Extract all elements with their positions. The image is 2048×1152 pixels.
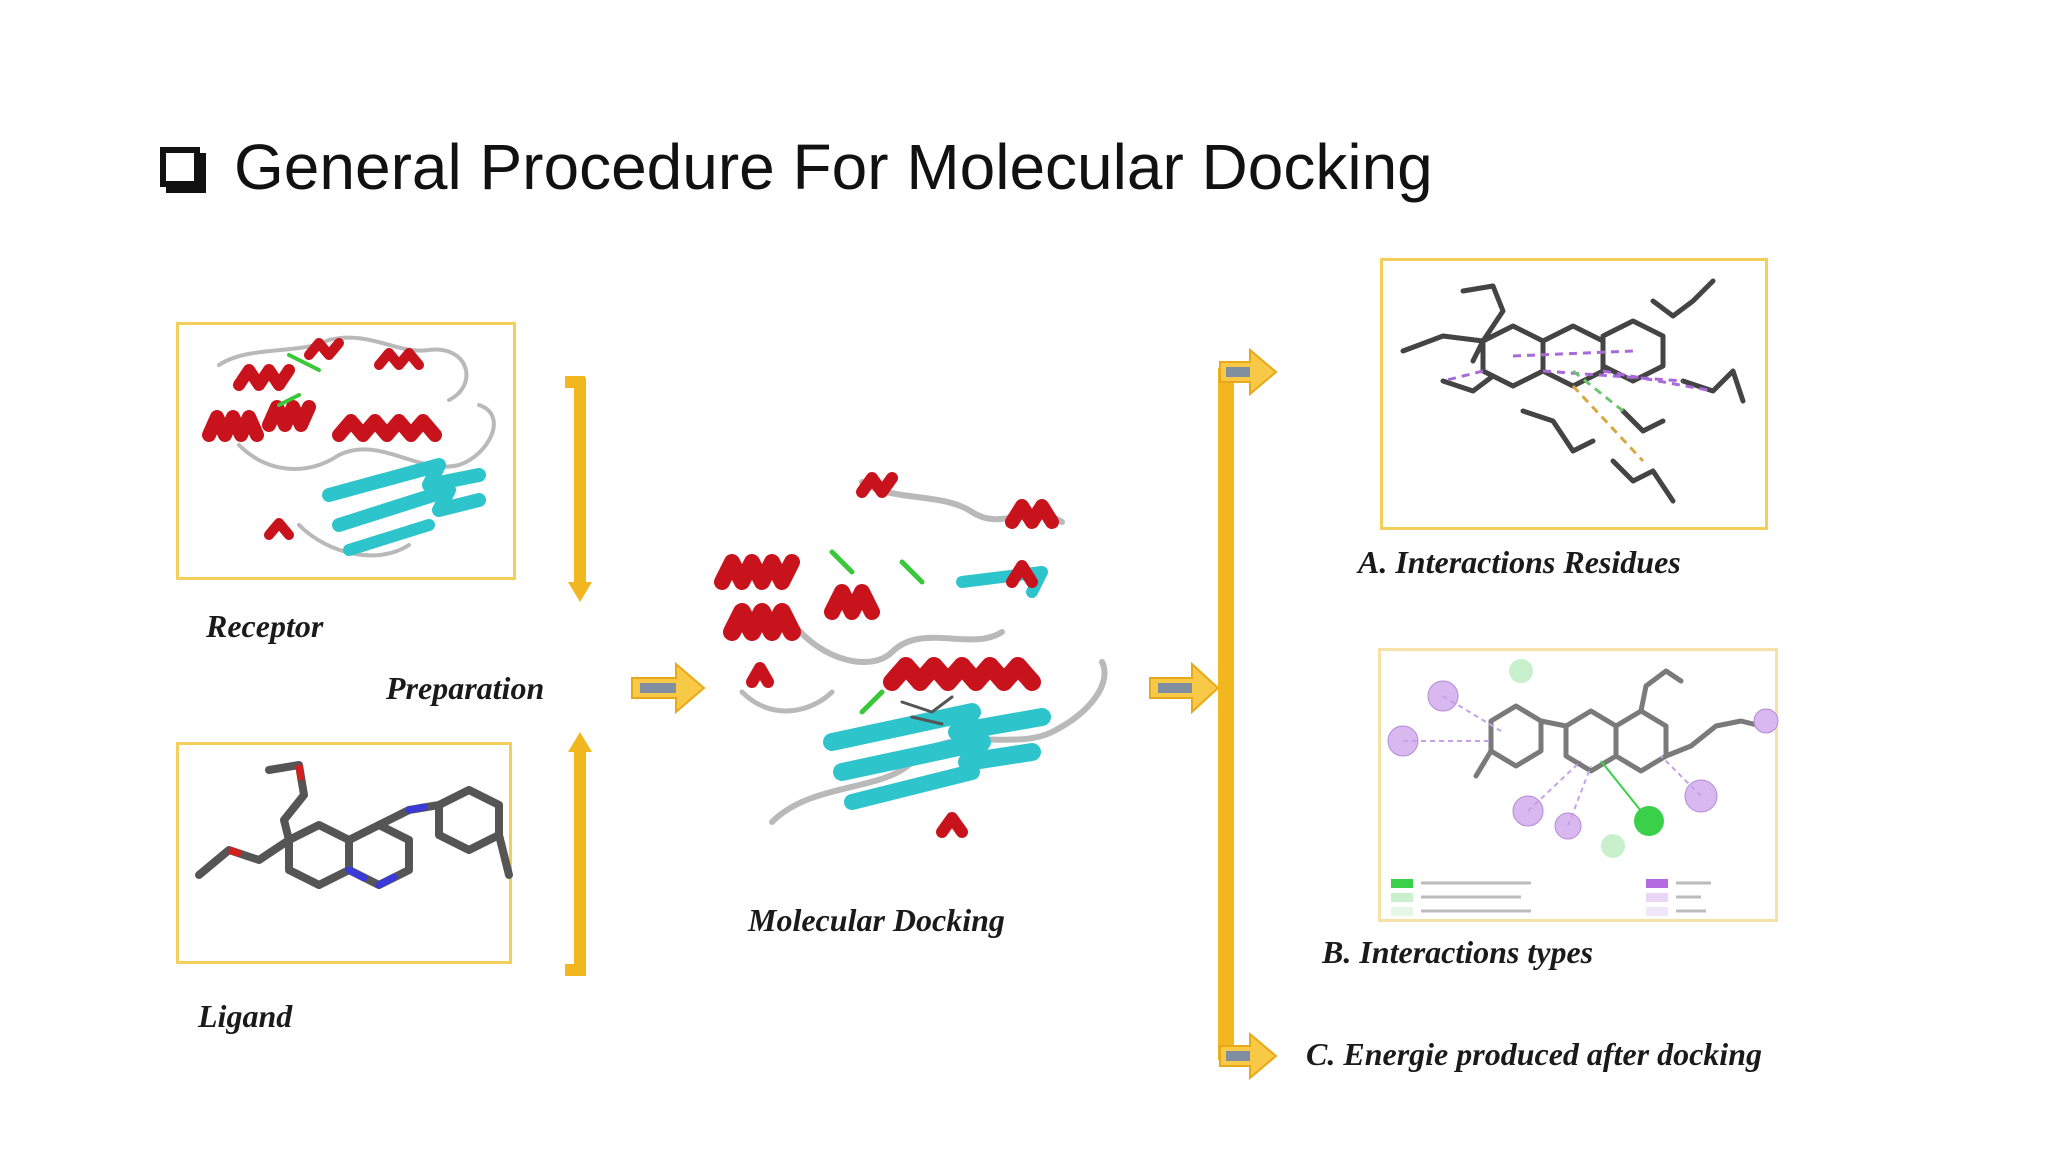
checkbox-bullet-icon bbox=[160, 147, 200, 187]
residues-label: A. Interactions Residues bbox=[1358, 544, 1681, 580]
docked-complex-icon bbox=[714, 472, 1108, 838]
preparation-label: Preparation bbox=[386, 670, 545, 706]
arrow-to-residues bbox=[1219, 347, 1278, 397]
ligand-label: Ligand bbox=[198, 998, 293, 1034]
ligand-bracket-arrow bbox=[565, 732, 592, 976]
interaction-types-2d-icon bbox=[1387, 659, 1779, 916]
receptor-label: Receptor bbox=[206, 608, 324, 644]
docking-label: Molecular Docking bbox=[748, 902, 1005, 938]
ligand-image bbox=[176, 742, 513, 964]
interaction-types-image bbox=[1378, 648, 1779, 922]
protein-ribbon-icon bbox=[202, 335, 496, 558]
interaction-residues-image bbox=[1380, 258, 1768, 530]
arrow-to-energy bbox=[1219, 1031, 1278, 1081]
energy-label: C. Energie produced after docking bbox=[1306, 1036, 1762, 1072]
preparation-arrow bbox=[631, 661, 706, 715]
docking-output-arrow bbox=[1149, 661, 1220, 715]
slide-title: General Procedure For Molecular Docking bbox=[234, 131, 1433, 203]
interaction-residues-3d-icon bbox=[1400, 278, 1746, 504]
molecule-structure-icon bbox=[195, 761, 513, 889]
slide-title-row: General Procedure For Molecular Docking bbox=[160, 130, 1433, 204]
docking-image bbox=[712, 462, 1152, 862]
receptor-image bbox=[176, 322, 516, 580]
types-label: B. Interactions types bbox=[1322, 934, 1594, 970]
receptor-bracket-arrow bbox=[565, 376, 592, 602]
